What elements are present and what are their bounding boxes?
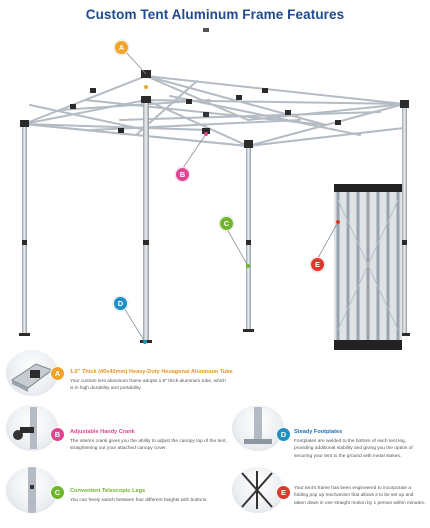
feature-e: E Your tent's frame has been engineered … (232, 463, 428, 525)
feature-b-title: Adjustable Handy Crank (70, 429, 135, 435)
feature-d: D Steady Footplates Footplates are welde… (232, 405, 428, 461)
folding-mechanism-image (232, 467, 284, 513)
feature-e-desc: Your tent's frame has been engineered to… (294, 486, 426, 506)
feature-b-badge: B (50, 427, 65, 442)
feature-a-desc: Your custom tent aluminum frame adopts 1… (70, 379, 226, 392)
feature-c-badge: C (50, 485, 65, 500)
feature-e-badge: E (276, 485, 291, 500)
feature-a-badge: A (50, 366, 65, 381)
telescopic-leg-image (6, 467, 58, 513)
frame-legs (22, 96, 407, 343)
feature-d-desc: Footplates are welded to the bottom of e… (294, 439, 413, 459)
feature-a-title: 1.6" Thick (40x40mm) Heavy-Duty Hexagona… (70, 369, 233, 375)
feature-c: C Convenient Telescopic Legs You can fre… (6, 463, 226, 523)
tube-closeup-image (6, 350, 58, 396)
marker-c: C (219, 216, 234, 231)
feature-c-desc: You can freely switch between four diffe… (70, 498, 208, 503)
marker-d: D (113, 296, 128, 311)
feature-d-title: Steady Footplates (294, 429, 343, 435)
feature-c-title: Convenient Telescopic Legs (70, 488, 146, 494)
feature-d-badge: D (276, 427, 291, 442)
crank-closeup-image (6, 405, 58, 451)
frame-truss (23, 74, 405, 148)
marker-b: B (175, 167, 190, 182)
feature-b-desc: The interior crank gives you the ability… (70, 439, 227, 452)
page-title: Custom Tent Aluminum Frame Features (85, 7, 345, 22)
marker-a: A (114, 40, 129, 55)
feature-a: A 1.6" Thick (40x40mm) Heavy-Duty Hexago… (6, 350, 266, 404)
marker-e: E (310, 257, 325, 272)
tent-frame-diagram (19, 28, 410, 350)
footplate-image (232, 405, 284, 451)
folded-frame (334, 184, 402, 350)
feature-b: B Adjustable Handy Crank The interior cr… (6, 405, 227, 459)
